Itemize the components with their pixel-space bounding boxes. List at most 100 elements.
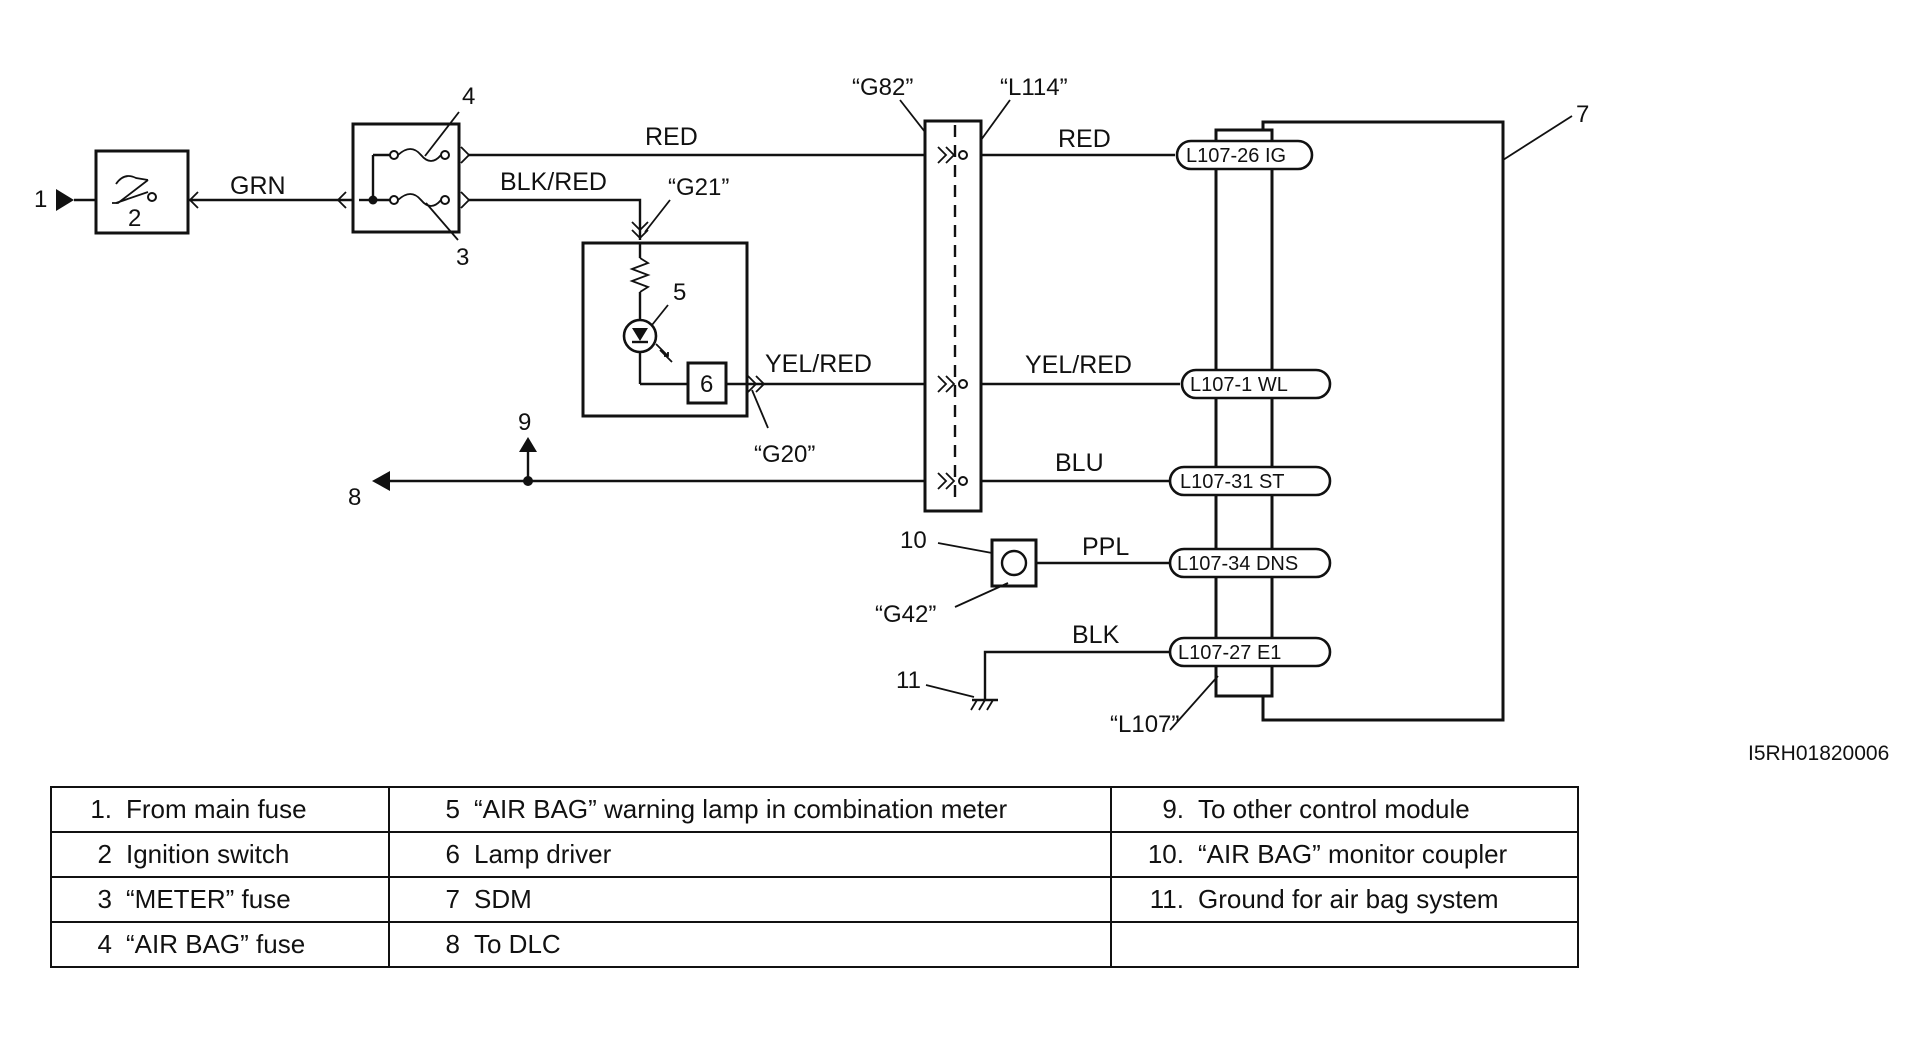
marker-8: 8: [348, 484, 361, 511]
marker-3: 3: [456, 244, 469, 271]
marker-9: 9: [518, 409, 531, 436]
label-blk: BLK: [1072, 621, 1120, 649]
wire-blk-red: [469, 198, 642, 240]
coupler-terminal-icon: [1000, 549, 1028, 577]
ignition-switch: 2: [94, 149, 190, 235]
legend-text: To DLC: [474, 929, 561, 959]
legend-cell: 11. Ground for air bag system: [1110, 876, 1579, 923]
label-red-left: RED: [645, 123, 698, 151]
legend-row: 3 “METER” fuse 7 SDM 11. Ground for air bag s…: [50, 876, 1579, 923]
terminal-l107-27-label: L107-27 E1: [1178, 642, 1281, 664]
marker-7: 7: [1576, 101, 1589, 128]
terminal-l107-31: [1168, 465, 1332, 497]
legend-cell: 1. From main fuse: [50, 786, 390, 833]
legend-text: “AIR BAG” warning lamp in combination me…: [474, 794, 1008, 824]
legend-cell: 3 “METER” fuse: [50, 876, 390, 923]
meter-fuse-icon: [397, 193, 442, 207]
sdm-module: 7 L107-26 IG L107-1 WL L107-31 ST L107-3…: [1110, 101, 1589, 738]
legend-text: Lamp driver: [474, 839, 612, 869]
legend-cell: 6 Lamp driver: [388, 831, 1112, 878]
legend-cell: [1110, 921, 1579, 968]
label-blu: BLU: [1055, 449, 1104, 477]
junction-connector-g82-l114: “G82” “L114”: [852, 74, 1068, 513]
connector-l107: “L107”: [1110, 711, 1179, 738]
terminal-l107-34-label: L107-34 DNS: [1177, 553, 1298, 575]
marker-10: 10: [900, 527, 927, 554]
legend-text: “AIR BAG” fuse: [126, 929, 306, 959]
ignition-switch-box: [94, 149, 190, 235]
figure-id: I5RH01820006: [1748, 742, 1890, 765]
legend-text: Ground for air bag system: [1198, 884, 1499, 914]
legend-number: 8: [445, 929, 460, 959]
legend-table: 1. From main fuse 5 “AIR BAG” warning lamp …: [50, 786, 1579, 968]
input-arrow-icon: [56, 189, 74, 211]
marker-6: 6: [700, 371, 713, 398]
legend-row: 1. From main fuse 5 “AIR BAG” warning lamp …: [50, 786, 1579, 833]
airbag-fuse-icon: [397, 148, 442, 162]
terminal-l107-31-label: L107-31 ST: [1180, 471, 1285, 493]
airbag-monitor-coupler: PPL 10 “G42”: [875, 527, 1170, 628]
legend-text: SDM: [474, 884, 532, 914]
marker-2: 2: [128, 205, 141, 232]
legend-number: 6: [445, 839, 460, 869]
legend-cell: 10. “AIR BAG” monitor coupler: [1110, 831, 1579, 878]
label-ppl: PPL: [1082, 533, 1129, 561]
connector-g21: “G21”: [668, 174, 729, 201]
fuse-box: 4 3: [351, 83, 475, 271]
legend-number: 1.: [90, 794, 112, 824]
legend-number: 9.: [1162, 794, 1184, 824]
connector-l114: “L114”: [1000, 74, 1068, 101]
to-dlc-arrow-icon: [372, 471, 390, 491]
legend-cell: 9. To other control module: [1110, 786, 1579, 833]
resistor-icon: [629, 257, 651, 293]
label-yel-red-left: YEL/RED: [765, 350, 872, 378]
terminal-l107-1: [1180, 368, 1332, 400]
ground-airbag-system: BLK 11: [896, 621, 1170, 711]
marker-1: 1: [34, 186, 47, 213]
junction-block: [923, 119, 983, 513]
connector-g82: “G82”: [852, 74, 913, 101]
legend-number: 10.: [1147, 839, 1184, 869]
ground-icon: [970, 699, 994, 711]
legend-number: 2: [97, 839, 112, 869]
connector-g42: “G42”: [875, 601, 936, 628]
legend-number: 3: [97, 884, 112, 914]
marker-5: 5: [673, 279, 686, 306]
legend-cell: 8 To DLC: [388, 921, 1112, 968]
wire-blk: [983, 650, 1170, 700]
l107-connector-body: [1214, 128, 1274, 698]
legend-text: To other control module: [1198, 794, 1470, 824]
legend-text: “AIR BAG” monitor coupler: [1198, 839, 1508, 869]
wiring-diagram: 1 2 GRN 4 3 RED RED: [34, 74, 1589, 738]
fuse-box-outline: [351, 122, 461, 234]
terminal-l107-27: [1168, 636, 1332, 668]
legend-number: 7: [445, 884, 460, 914]
legend-number: 5: [445, 794, 460, 824]
marker-11: 11: [896, 667, 921, 694]
legend-row: 2 Ignition switch 6 Lamp driver 10. “AIR BAG”…: [50, 831, 1579, 878]
main-fuse-input: 1: [34, 186, 96, 213]
to-other-module-arrow-icon: [519, 437, 537, 452]
legend-cell: 5 “AIR BAG” warning lamp in combination m…: [388, 786, 1112, 833]
legend-text: Ignition switch: [126, 839, 290, 869]
legend-text: “METER” fuse: [126, 884, 291, 914]
terminal-l107-26: [1175, 139, 1314, 171]
legend-cell: 7 SDM: [388, 876, 1112, 923]
marker-4: 4: [462, 83, 475, 110]
label-grn: GRN: [230, 172, 286, 200]
terminal-l107-34: [1168, 547, 1332, 579]
terminal-l107-1-label: L107-1 WL: [1190, 374, 1288, 396]
legend-number: 4: [97, 929, 112, 959]
label-blk-red: BLK/RED: [500, 168, 607, 196]
label-red-right: RED: [1058, 125, 1111, 153]
combination-meter: 6 5: [581, 241, 749, 418]
sdm-box: [1261, 120, 1505, 722]
terminal-l107-26-label: L107-26 IG: [1186, 145, 1286, 167]
legend-text: From main fuse: [126, 794, 307, 824]
legend-row: 4 “AIR BAG” fuse 8 To DLC: [50, 921, 1579, 968]
connector-g20: “G20”: [754, 441, 815, 468]
legend-number: 11.: [1149, 884, 1184, 914]
legend-cell: 4 “AIR BAG” fuse: [50, 921, 390, 968]
legend-cell: 2 Ignition switch: [50, 831, 390, 878]
label-yel-red-right: YEL/RED: [1025, 351, 1132, 379]
